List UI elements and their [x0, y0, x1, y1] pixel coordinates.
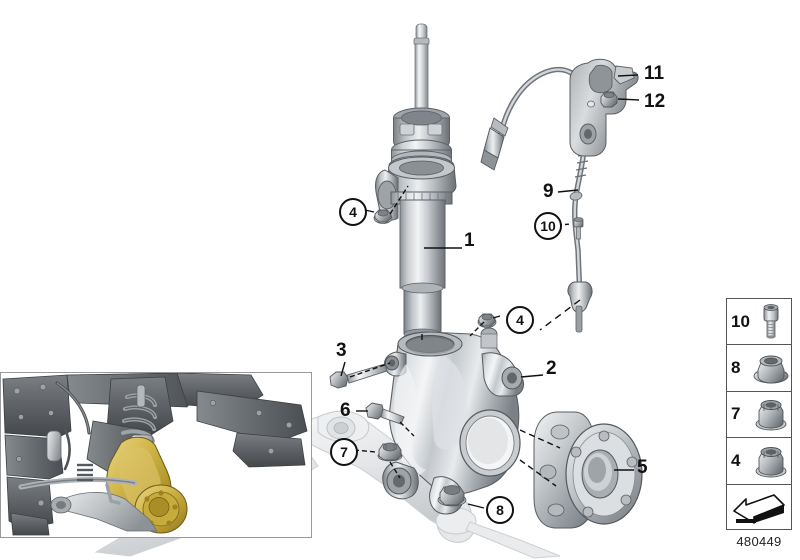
callout-label-12: 12 — [644, 91, 666, 112]
flange-nut-icon — [751, 350, 791, 386]
callout-circle-4-strut: 4 — [339, 198, 367, 226]
steering-knuckle-part-2 — [382, 327, 525, 515]
collar-nut-knuckle — [477, 313, 497, 328]
collar-nut-part-8 — [437, 485, 467, 507]
callout-label-6: 6 — [340, 400, 351, 421]
diagram-part-number: 480449 — [736, 534, 782, 549]
fastener-legend-box: 10 — [726, 298, 792, 530]
callout-label-11: 11 — [644, 63, 665, 84]
callout-label-9: 9 — [543, 181, 554, 202]
bracket-part-11 — [569, 58, 639, 157]
hex-bolt-part-3 — [329, 363, 388, 389]
collar-nut-icon-7 — [751, 396, 791, 432]
legend-row-direction — [727, 485, 791, 531]
legend-number-8: 8 — [731, 358, 741, 378]
hex-bolt-part-6 — [365, 402, 405, 425]
callout-label-1: 1 — [464, 230, 475, 251]
callout-circle-8: 8 — [486, 496, 514, 524]
callout-label-3: 3 — [336, 340, 347, 361]
legend-number-10: 10 — [731, 311, 750, 331]
callout-circle-10: 10 — [534, 212, 562, 240]
spring-strut-part-1 — [375, 23, 457, 340]
legend-number-4: 4 — [731, 450, 741, 470]
legend-row-4: 4 — [727, 438, 791, 485]
legend-number-7: 7 — [731, 404, 741, 424]
legend-row-7: 7 — [727, 392, 791, 439]
callout-label-2: 2 — [546, 358, 557, 379]
callout-circle-7: 7 — [330, 438, 358, 466]
hex-bolt-part-12 — [600, 91, 618, 108]
socket-head-cap-screw-icon — [751, 302, 791, 342]
wheel-hub-bearing-part-5 — [533, 411, 643, 529]
collar-nut-part-7 — [377, 442, 403, 462]
collar-nut-strut — [373, 209, 393, 224]
collar-nut-icon-4 — [751, 443, 791, 479]
legend-row-10: 10 — [727, 299, 791, 346]
legend-row-8: 8 — [727, 345, 791, 392]
socket-head-cap-screw-part-10 — [573, 217, 584, 240]
callout-label-5: 5 — [637, 457, 648, 478]
suspension-context-photo — [0, 372, 312, 538]
direction-arrow-icon — [727, 491, 791, 525]
callout-circle-4-knuckle: 4 — [506, 306, 534, 334]
